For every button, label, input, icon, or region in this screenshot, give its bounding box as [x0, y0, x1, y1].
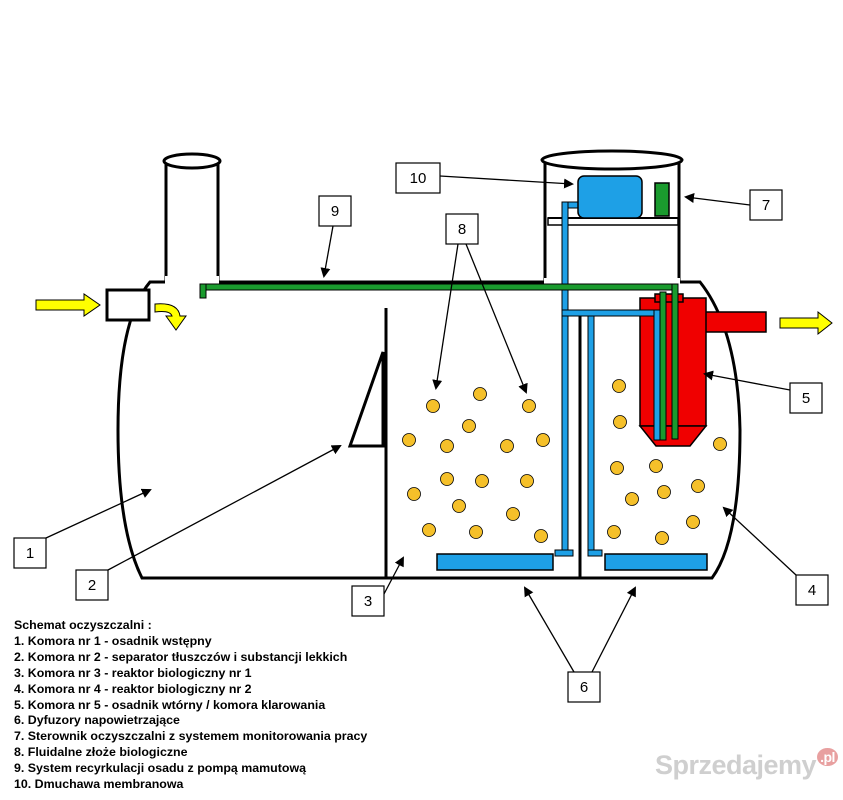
inlet-arrow: [35, 293, 101, 317]
label-box-2: [75, 569, 109, 601]
legend-title: Schemat oczyszczalni :: [14, 618, 152, 632]
label-boxes: [13, 162, 829, 703]
outlet-arrow: [779, 310, 833, 336]
label-5: 5: [802, 390, 810, 407]
legend-item: 10. Dmuchawa membranowa: [14, 777, 184, 792]
label-box-4: [795, 574, 829, 606]
legend-item: 9. System recyrkulacji osadu z pompą mam…: [14, 761, 306, 776]
label-box-10: [395, 162, 441, 194]
recirculation-pipe: [199, 283, 679, 441]
label-box-6: [567, 671, 601, 703]
membrane-blower: [577, 175, 643, 219]
label-box-7: [749, 189, 783, 221]
label-box-3: [351, 585, 385, 617]
watermark-text: Sprzedajemy: [655, 750, 817, 780]
label-1: 1: [26, 545, 34, 562]
flow-curve-arrow: [154, 303, 187, 331]
label-2: 2: [88, 577, 96, 594]
legend-item: 4. Komora nr 4 - reaktor biologiczny nr …: [14, 681, 252, 696]
legend-item: 3. Komora nr 3 - reaktor biologiczny nr …: [14, 665, 252, 680]
diffuser-right: [604, 553, 708, 571]
legend-item: 2. Komora nr 2 - separator tłuszczów i s…: [14, 649, 348, 664]
label-4: 4: [808, 582, 816, 599]
legend-item: 7. Sterownik oczyszczalni z systemem mon…: [14, 729, 368, 744]
legend-item: 8. Fluidalne złoże biologiczne: [14, 745, 188, 760]
controller-unit: [654, 182, 670, 217]
legend: Schemat oczyszczalni : 1. Komora nr 1 - …: [14, 618, 367, 793]
diffuser-left: [436, 553, 554, 571]
tank-body: [116, 280, 742, 580]
left-riser: [162, 152, 222, 286]
inlet: [35, 288, 187, 331]
watermark-suffix: .pl: [817, 748, 838, 766]
label-10: 10: [410, 170, 427, 187]
label-6: 6: [580, 679, 588, 696]
air-pipes: [554, 201, 661, 557]
outlet: [699, 310, 833, 336]
label-box-5: [789, 382, 823, 414]
biofilm-beads: [402, 379, 727, 545]
label-9: 9: [331, 203, 339, 220]
label-8: 8: [458, 221, 466, 238]
label-box-9: [318, 195, 352, 227]
label-box-8: [445, 213, 479, 245]
separator-baffle: [347, 351, 385, 448]
leader-arrows: [45, 175, 797, 673]
watermark: Sprzedajemy.pl: [655, 748, 838, 781]
label-7: 7: [762, 197, 770, 214]
legend-item: 6. Dyfuzory napowietrzające: [14, 713, 180, 728]
legend-item: 5. Komora nr 5 - osadnik wtórny / komora…: [14, 697, 326, 712]
label-3: 3: [364, 593, 372, 610]
label-box-1: [13, 537, 47, 569]
legend-item: 1. Komora nr 1 - osadnik wstępny: [14, 633, 212, 648]
